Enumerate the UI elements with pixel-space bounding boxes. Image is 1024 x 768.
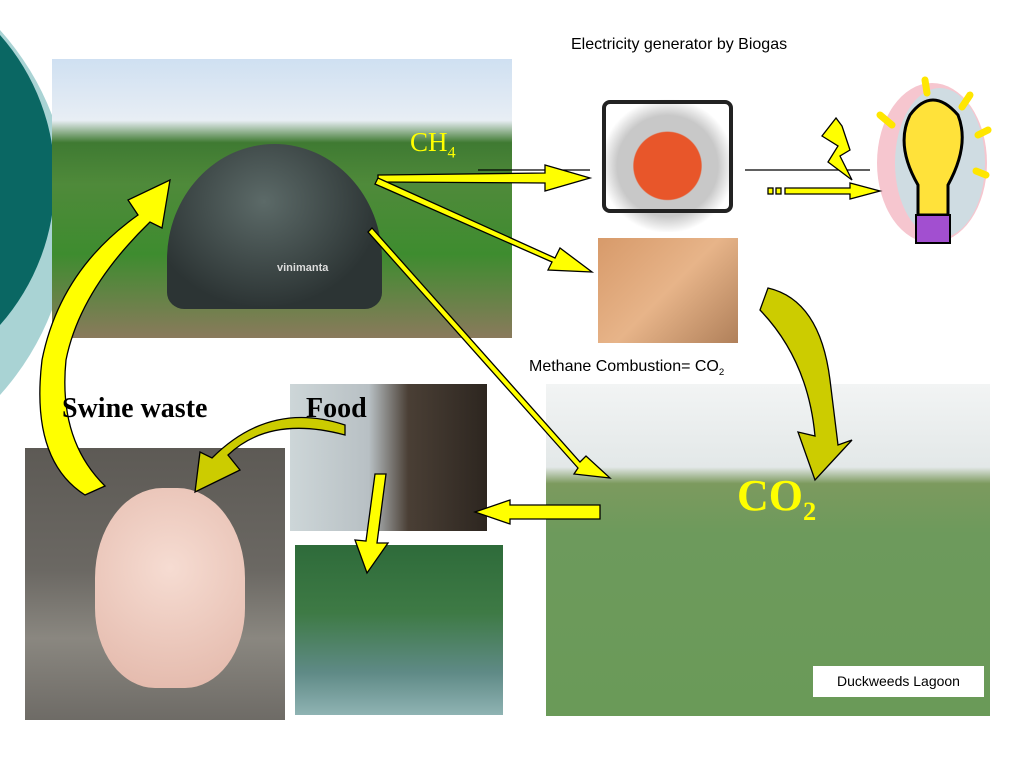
- arrow-to-fish: [354, 473, 390, 575]
- label-food: Food: [306, 393, 367, 424]
- arrow-to-generator: [377, 164, 593, 192]
- label-methane-combustion: Methane Combustion= CO2: [529, 358, 725, 379]
- lightning-icon: [821, 116, 853, 181]
- arrow-to-food: [472, 499, 601, 525]
- pig-photo: [25, 448, 285, 720]
- label-co2: CO2: [737, 471, 817, 526]
- digester-brand: vinimanta: [277, 262, 329, 274]
- decor-circle-dark: [0, 35, 55, 325]
- arrow-to-bulb: [784, 182, 883, 200]
- generator-photo: [590, 85, 745, 232]
- curved-arrow-to-digester: [39, 178, 171, 496]
- tilapia-fish-photo: [295, 545, 503, 715]
- dash: [767, 187, 774, 195]
- arrow-to-lagoon: [367, 227, 612, 479]
- label-swine-waste: Swine waste: [62, 393, 208, 424]
- gas-stove-photo: [598, 238, 738, 343]
- dash: [775, 187, 782, 195]
- generator-frame: [602, 100, 733, 213]
- duckweed-lagoon-photo: [546, 384, 990, 716]
- pig-body: [95, 488, 245, 688]
- light-bulb-icon: [870, 75, 995, 255]
- label-duckweeds-lagoon: Duckweeds Lagoon: [813, 666, 984, 697]
- biogas-digester-photo: vinimanta: [52, 59, 512, 338]
- curved-arrow-to-pig: [194, 416, 346, 494]
- arrow-to-stove: [374, 177, 595, 273]
- fish-feed-photo: [290, 384, 487, 531]
- label-ch4: CH4: [410, 127, 456, 162]
- curved-arrow-co2: [759, 287, 853, 482]
- title-electricity-generator: Electricity generator by Biogas: [571, 36, 788, 53]
